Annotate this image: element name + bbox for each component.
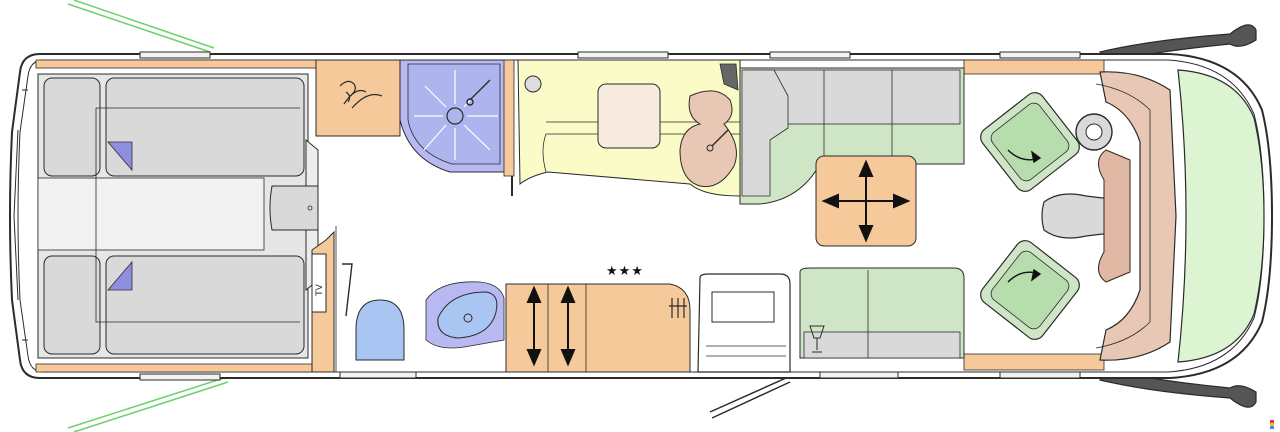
galley-counter[interactable] <box>517 59 741 197</box>
driver-seat[interactable] <box>977 89 1084 196</box>
rear-door-bottom[interactable] <box>67 373 229 432</box>
pillow-icon <box>107 141 133 172</box>
shower[interactable] <box>399 59 515 196</box>
bed-top[interactable] <box>43 77 305 177</box>
pillow-icon <box>107 260 133 291</box>
shower-head-icon <box>466 79 491 106</box>
toilet[interactable] <box>355 299 405 361</box>
rotate-arrow-icon <box>1007 149 1042 164</box>
brand-mark-icon <box>1270 420 1274 429</box>
kitchen-cabinets[interactable] <box>505 283 691 373</box>
hanger-icon <box>339 80 383 109</box>
sink-icon[interactable] <box>679 90 737 188</box>
passenger-seat[interactable] <box>977 237 1084 344</box>
mirror-top <box>1098 24 1257 63</box>
rear-bumper <box>13 89 28 341</box>
drawer-arrows-icon <box>526 285 576 367</box>
entry-door[interactable] <box>709 377 791 419</box>
move-arrows-icon <box>821 159 911 243</box>
wine-glass-icon <box>809 325 825 353</box>
bed-bottom[interactable] <box>43 255 305 355</box>
wardrobe-top[interactable] <box>315 59 401 137</box>
stove-burner-icon <box>524 75 542 93</box>
entry-step[interactable] <box>697 273 791 373</box>
cutting-board <box>597 83 661 149</box>
windshield <box>1177 69 1265 363</box>
rear-door-top[interactable] <box>67 0 215 57</box>
dashboard <box>1041 71 1177 361</box>
lounge-seating-top[interactable] <box>739 67 965 205</box>
appliance-control-icon <box>669 298 687 318</box>
lounge-bench-bottom[interactable] <box>799 267 965 359</box>
tv-cabinet[interactable]: TV <box>311 226 353 373</box>
rotate-arrow-icon <box>1007 268 1042 283</box>
tv-label: TV <box>315 283 325 296</box>
mirror-bottom <box>1098 369 1257 408</box>
rating-stars: ★★★ <box>606 264 644 279</box>
dining-table[interactable] <box>815 155 917 247</box>
steering-wheel-icon[interactable] <box>1075 113 1113 151</box>
washbasin[interactable] <box>425 281 505 349</box>
